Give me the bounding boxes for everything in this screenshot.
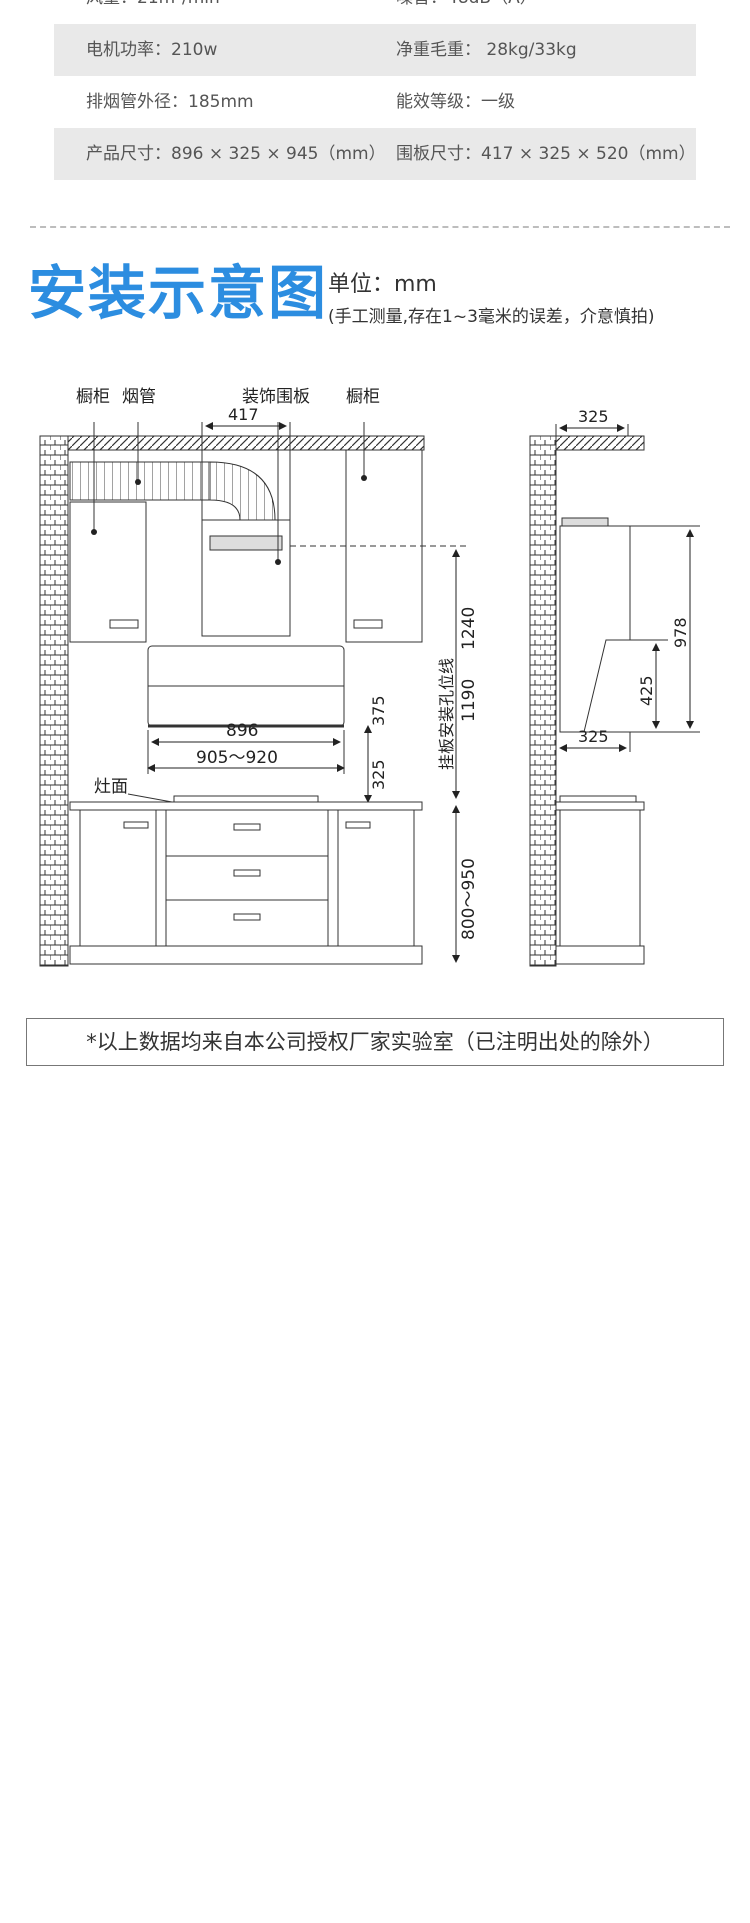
drawer [165, 899, 329, 947]
dim-800-950: 800～950 [459, 858, 479, 940]
plinth [69, 945, 423, 965]
cabinet-handle [109, 619, 139, 629]
dim-1190: 1190 [459, 679, 479, 722]
side-dim-325-top: 325 [578, 407, 609, 426]
side-dim-425: 425 [637, 675, 656, 706]
label-cabinet-left: 橱柜 [76, 387, 110, 407]
label-mount-line: 挂板安装孔位线 [437, 658, 456, 770]
spec-right: 净重毛重： 28kg/33kg [396, 40, 577, 60]
spec-right: 能效等级：一级 [396, 92, 515, 112]
control-strip [209, 535, 283, 551]
drawer [165, 809, 329, 857]
spec-left: 排烟管外径：185mm [86, 92, 254, 112]
section-divider [30, 226, 730, 228]
spec-left: 产品尺寸：896 × 325 × 945（mm） [86, 144, 386, 164]
countertop [69, 801, 423, 811]
lower-cabinet-right [337, 809, 415, 947]
hood-side-profile [559, 525, 631, 733]
spec-table: 风量：21m³/min 噪音：48dB（A） 电机功率：210w 净重毛重： 2… [54, 0, 696, 180]
stove-surface [173, 795, 319, 803]
duct-elbow [209, 461, 276, 521]
label-stove: 灶面 [94, 777, 128, 797]
installation-diagram: 橱柜 烟管 装饰围板 橱柜 417 896 905～920 灶面 375 325… [39, 387, 700, 967]
dim-1240: 1240 [459, 607, 479, 650]
wall-left [39, 435, 69, 967]
spec-left: 电机功率：210w [86, 40, 218, 60]
spec-row: 风量：21m³/min 噪音：48dB（A） [54, 0, 696, 24]
front-view: 橱柜 烟管 装饰围板 橱柜 417 896 905～920 灶面 375 325… [39, 387, 479, 967]
unit-label: 单位：mm [328, 272, 437, 297]
spec-left: 风量：21m³/min [86, 0, 220, 10]
spec-row: 电机功率：210w 净重毛重： 28kg/33kg [54, 24, 696, 76]
spec-row: 排烟管外径：185mm 能效等级：一级 [54, 76, 696, 128]
spec-right: 围板尺寸：417 × 325 × 520（mm） [396, 144, 696, 164]
section-title: 安装示意图 [28, 259, 329, 327]
spec-row: 产品尺寸：896 × 325 × 945（mm） 围板尺寸：417 × 325 … [54, 128, 696, 180]
dim-896: 896 [226, 721, 258, 741]
label-panel: 装饰围板 [242, 387, 310, 407]
dim-325-front: 325 [369, 759, 388, 790]
side-view: 325 978 425 325 [529, 407, 700, 967]
dim-905-920: 905～920 [196, 748, 278, 768]
wall-side [529, 435, 557, 967]
spec-right: 噪音：48dB（A） [396, 0, 537, 10]
side-dim-978: 978 [671, 617, 690, 648]
dim-417: 417 [228, 405, 259, 424]
side-dim-325-bottom: 325 [578, 727, 609, 746]
cabinet-handle [353, 619, 383, 629]
dim-375: 375 [369, 695, 388, 726]
drawer [165, 855, 329, 901]
ceiling [67, 435, 425, 451]
lower-cabinet-left [79, 809, 157, 947]
lower-cabinet-side [559, 809, 641, 947]
label-pipe: 烟管 [122, 387, 156, 407]
measurement-note: (手工测量,存在1~3毫米的误差，介意慎拍) [328, 307, 655, 327]
upper-cabinet-left [69, 501, 147, 643]
label-cabinet-right: 橱柜 [346, 387, 380, 407]
disclaimer-footer: *以上数据均来自本公司授权厂家实验室（已注明出处的除外） [26, 1018, 724, 1066]
